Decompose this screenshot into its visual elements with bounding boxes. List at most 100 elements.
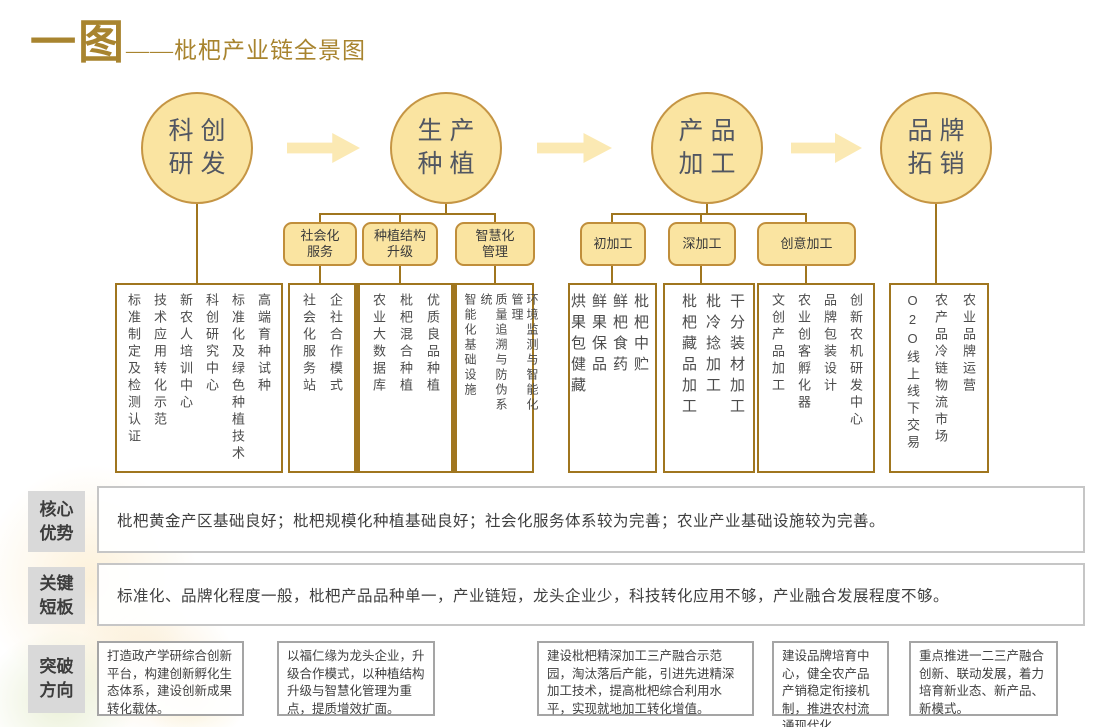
connector-line: [805, 213, 807, 224]
subbox-creative-processing: 创意加工: [757, 222, 856, 266]
item: 标准制定及检测认证: [126, 293, 141, 446]
item: 枇杷藏品加工: [680, 293, 697, 419]
right-arrow-icon: [287, 133, 360, 163]
item: 农业大数据库: [371, 293, 386, 395]
connector-line: [494, 213, 496, 224]
breakthrough-box-4: 建设品牌培育中心，健全农产品产销稳定衔接机制，推进农村流通现代化。: [772, 641, 889, 727]
connector-line: [319, 264, 321, 284]
breakthrough-text: 建设枇杷精深加工三产融合示范园，淘汰落后产能，引进先进精深加工技术，提高枇杷综合…: [547, 649, 735, 716]
stage-label-line: 产品: [678, 117, 743, 145]
items-section-smart: 环境监测与智能化管理 质量追溯与防伪系统 智能化基础设施: [457, 285, 544, 471]
subbox-deep-processing: 深加工: [668, 222, 736, 266]
item: 新农人培训中心: [178, 293, 193, 412]
breakthrough-box-2: 以福仁缘为龙头企业，升级合作模式，以种植结构升级与智慧化管理为重点，提质增效扩面…: [277, 641, 435, 716]
key-shortcoming-text: 标准化、品牌化程度一般，枇杷产品品种单一，产业链短，龙头企业少，科技转化应用不够…: [117, 587, 950, 605]
breakthrough-text: 建设品牌培育中心，健全农产品产销稳定衔接机制，推进农村流通现代化。: [782, 649, 870, 727]
item: 农业品牌运营: [961, 293, 976, 395]
item: 烘果包健藏: [569, 293, 586, 398]
item: 干分装材加工: [728, 293, 745, 419]
item: 社会化服务站: [301, 293, 316, 395]
row-label-core-advantage: 核心 优势: [28, 491, 85, 552]
row-label-breakthrough-direction: 突破 方向: [28, 645, 85, 713]
stage-label-line: 研发: [168, 150, 233, 178]
section-divider: [354, 285, 360, 471]
connector-line: [399, 264, 401, 284]
item: 枇杷混合种植: [398, 293, 413, 395]
page-title-big: 一图: [30, 17, 126, 68]
breakthrough-text: 重点推进一二三产融合创新、联动发展，着力培育新业态、新产品、新模式。: [919, 649, 1045, 716]
items-box-brand: 农业品牌运营 农产品冷链物流市场 O2O线上线下交易: [889, 283, 989, 473]
connector-line: [494, 264, 496, 284]
subbox-label: 创意加工: [780, 236, 833, 251]
subbox-label: 升级: [386, 244, 413, 259]
item: 高端育种试种: [256, 293, 271, 395]
item: 农业创客孵化器: [796, 293, 811, 412]
items-box-rd: 高端育种试种 标准化及绿色种植技术 科创研究中心 新农人培训中心 技术应用转化示…: [115, 283, 283, 473]
item: 枇杷中贮: [632, 293, 649, 377]
items-section-social: 企社合作模式 社会化服务站: [290, 285, 354, 471]
item: 环境监测与智能化管理: [510, 293, 539, 413]
item: 优质良品种植: [425, 293, 440, 395]
item: 鲜杷食药: [611, 293, 628, 377]
item: 鲜果保品: [590, 293, 607, 377]
breakthrough-box-1: 打造政产学研综合创新平台，构建创新孵化生态体系，建设创新成果转化载体。: [97, 641, 244, 716]
subbox-smart-management: 智慧化 管理: [455, 222, 535, 266]
connector-line: [196, 204, 198, 284]
connector-line: [935, 204, 937, 284]
page-title: 一图——枇杷产业链全景图: [30, 6, 366, 72]
connector-line: [611, 213, 613, 224]
stage-label-line: 生产: [417, 117, 482, 145]
subbox-label: 社会化: [300, 228, 340, 243]
subbox-label: 管理: [481, 244, 508, 259]
row-label-line: 核心: [39, 499, 74, 519]
stage-circle-production: 生产 种植: [390, 92, 502, 204]
item: 质量追溯与防伪系统: [479, 293, 508, 413]
item: 文创产品加工: [770, 293, 785, 395]
subbox-label: 初加工: [593, 236, 633, 251]
row-label-line: 方向: [39, 681, 74, 700]
stage-circle-rd: 科创 研发: [141, 92, 253, 204]
section-divider: [451, 285, 457, 471]
items-section-structure: 优质良品种植 枇杷混合种植 农业大数据库: [360, 285, 451, 471]
row-label-key-shortcoming: 关键 短板: [28, 567, 85, 624]
connector-line: [700, 264, 702, 284]
connector-line: [445, 204, 447, 215]
stage-circle-brand: 品牌 拓销: [880, 92, 992, 204]
core-advantage-text: 枇杷黄金产区基础良好；枇杷规模化种植基础良好；社会化服务体系较为完善；农业产业基…: [117, 512, 886, 530]
item: 科创研究中心: [204, 293, 219, 395]
stage-label-line: 科创: [168, 117, 233, 145]
connector-line: [611, 213, 807, 215]
subbox-primary-processing: 初加工: [580, 222, 646, 266]
page-title-small: ——枇杷产业链全景图: [126, 38, 366, 63]
subbox-label: 种植结构: [373, 228, 426, 243]
connector-line: [805, 264, 807, 284]
items-box-creative: 创新农机研发中心 品牌包装设计 农业创客孵化器 文创产品加工: [757, 283, 875, 473]
right-arrow-icon: [791, 133, 862, 163]
item: 创新农机研发中心: [848, 293, 863, 429]
row-label-line: 关键: [39, 573, 74, 593]
item: O2O线上线下交易: [905, 293, 920, 452]
item: 技术应用转化示范: [152, 293, 167, 429]
breakthrough-text: 打造政产学研综合创新平台，构建创新孵化生态体系，建设创新成果转化载体。: [107, 649, 233, 716]
item: 企社合作模式: [328, 293, 343, 395]
item: 智能化基础设施: [463, 293, 477, 398]
connector-line: [611, 264, 613, 284]
connector-line: [399, 213, 401, 224]
subbox-label: 服务: [306, 244, 333, 259]
breakthrough-text: 以福仁缘为龙头企业，升级合作模式，以种植结构升级与智慧化管理为重点，提质增效扩面…: [287, 649, 425, 716]
row-label-line: 短板: [39, 597, 74, 617]
connector-line: [319, 213, 321, 224]
items-box-primary: 枇杷中贮 鲜杷食药 鲜果保品 烘果包健藏: [568, 283, 657, 473]
stage-circle-processing: 产品 加工: [651, 92, 763, 204]
item: 品牌包装设计: [822, 293, 837, 395]
subbox-label: 智慧化: [475, 228, 515, 243]
stage-label-line: 种植: [417, 150, 482, 178]
right-arrow-icon: [537, 133, 612, 163]
subbox-planting-structure: 种植结构 升级: [362, 222, 438, 266]
connector-line: [700, 213, 702, 224]
core-advantage-text-box: 枇杷黄金产区基础良好；枇杷规模化种植基础良好；社会化服务体系较为完善；农业产业基…: [97, 486, 1085, 553]
connector-line: [706, 204, 708, 215]
item: 标准化及绿色种植技术: [230, 293, 245, 463]
items-box-deep: 干分装材加工 枇冷捻加工 枇杷藏品加工: [663, 283, 755, 473]
